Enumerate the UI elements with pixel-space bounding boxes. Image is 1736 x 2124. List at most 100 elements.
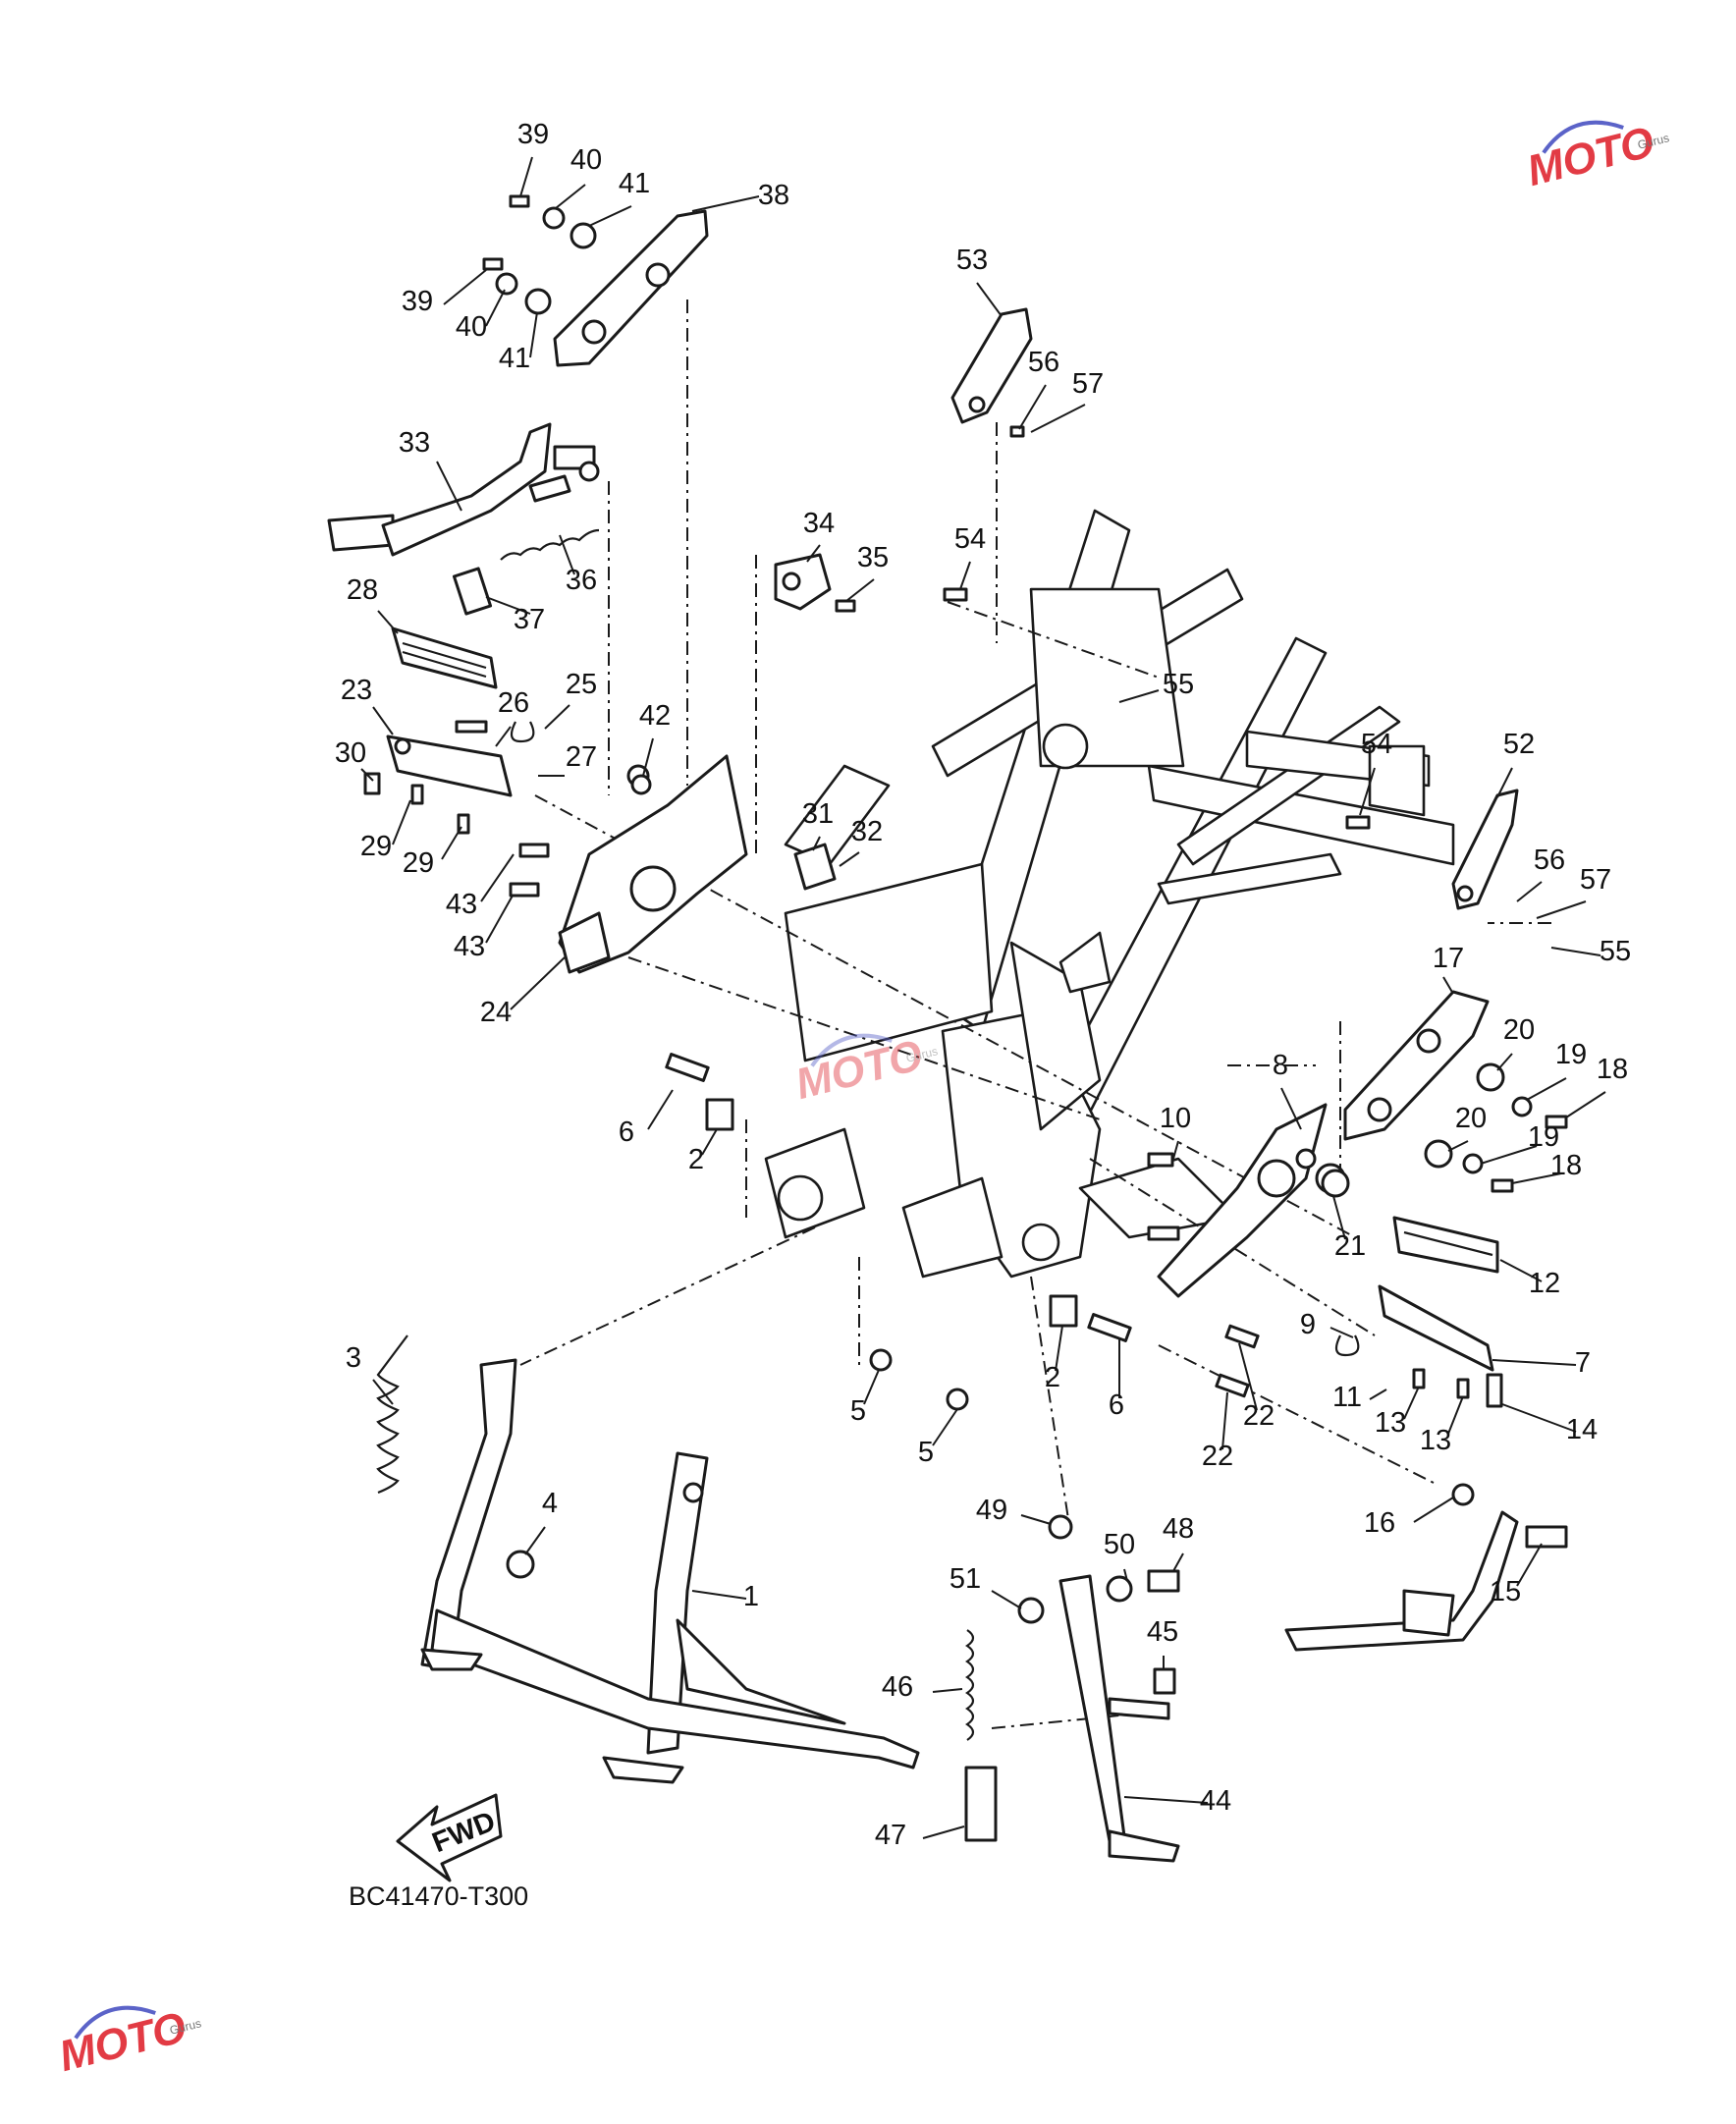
leader-c40a — [555, 184, 586, 209]
callout-c55a: 55 — [1163, 669, 1194, 700]
leader-c52 — [1496, 767, 1513, 798]
leader-c36 — [559, 534, 575, 575]
callout-c52: 52 — [1503, 729, 1535, 760]
leader-c39a — [519, 156, 533, 197]
leader-c48 — [1172, 1552, 1184, 1572]
bolt-set-upper — [482, 194, 597, 315]
callout-c41a: 41 — [619, 168, 650, 199]
leader-c6a — [647, 1089, 674, 1130]
leader-c55b — [1550, 947, 1601, 956]
callout-c36: 36 — [566, 565, 597, 596]
callout-c8: 8 — [1273, 1050, 1288, 1081]
leader-c54b — [1359, 767, 1376, 816]
leader-c43b — [485, 895, 514, 944]
callout-c10: 10 — [1160, 1103, 1191, 1134]
callout-c35: 35 — [857, 542, 889, 573]
leader-c56a — [1018, 384, 1047, 430]
callout-c18a: 18 — [1597, 1054, 1628, 1085]
leader-c30 — [360, 768, 374, 782]
leader-c13b — [1447, 1395, 1464, 1435]
leader-c50 — [1123, 1568, 1128, 1582]
footrest-rubber-12 — [1392, 1216, 1499, 1274]
callout-c19a: 19 — [1555, 1039, 1587, 1070]
leader-c5a — [863, 1369, 880, 1405]
leader-c20a — [1496, 1053, 1513, 1071]
brake-pedal-33 — [327, 422, 600, 557]
leader-c38 — [691, 195, 760, 212]
callout-c29a: 29 — [360, 831, 392, 862]
leader-c24 — [510, 956, 566, 1010]
leader-c18b — [1511, 1172, 1562, 1184]
callout-c47: 47 — [875, 1820, 906, 1851]
bolt-set-right — [1424, 1062, 1568, 1193]
callout-c42: 42 — [639, 700, 671, 732]
leader-c2b — [1055, 1325, 1063, 1372]
leader-c35 — [845, 578, 875, 602]
heel-guard-38 — [553, 209, 709, 367]
callout-c39b: 39 — [402, 286, 433, 317]
assembly-lines — [519, 300, 1551, 1729]
callout-c18b: 18 — [1550, 1150, 1582, 1181]
watermark-bottom: MOTO Gurus — [54, 2003, 202, 2081]
leader-c31 — [812, 836, 821, 851]
main-stand-1 — [420, 1358, 920, 1784]
leader-c15 — [1516, 1543, 1543, 1587]
callout-c3: 3 — [346, 1342, 361, 1374]
spring-3 — [376, 1334, 408, 1495]
leader-c8 — [1280, 1087, 1302, 1130]
spring-36 — [500, 528, 600, 561]
leader-c40b — [485, 289, 506, 327]
callout-c21: 21 — [1334, 1230, 1366, 1262]
passenger-bracket-53 — [943, 307, 1033, 602]
spring-46 — [965, 1629, 975, 1741]
callout-c4: 4 — [542, 1488, 558, 1519]
callout-c46: 46 — [882, 1671, 913, 1703]
callout-c6a: 6 — [619, 1116, 634, 1148]
leader-c1 — [691, 1590, 747, 1600]
leader-c7 — [1492, 1359, 1577, 1366]
callout-c38: 38 — [758, 180, 789, 211]
leader-c41b — [529, 311, 538, 358]
callout-c54a: 54 — [954, 523, 986, 555]
leader-c55a — [1118, 689, 1160, 703]
callout-c26: 26 — [498, 687, 529, 719]
leader-c22a — [1238, 1342, 1258, 1411]
leader-c29b — [441, 826, 462, 860]
callout-c19b: 19 — [1528, 1121, 1559, 1153]
callout-c5b: 5 — [918, 1437, 934, 1468]
callout-c9: 9 — [1300, 1309, 1316, 1340]
leader-c25 — [544, 704, 570, 730]
shift-lever — [1284, 1483, 1568, 1652]
callout-c49: 49 — [976, 1495, 1007, 1526]
callout-c24: 24 — [480, 997, 512, 1028]
side-stand-44 — [1017, 1514, 1180, 1863]
leader-c11 — [1369, 1389, 1387, 1400]
sleeve-37 — [452, 567, 493, 616]
leader-c2a — [701, 1128, 718, 1156]
callout-c45: 45 — [1147, 1616, 1178, 1648]
svg-text:MOTO: MOTO — [1522, 118, 1658, 195]
fwd-arrow: FWD — [396, 1793, 503, 1882]
callout-c29b: 29 — [403, 847, 434, 879]
leader-c14 — [1501, 1403, 1577, 1433]
callout-c56b: 56 — [1534, 844, 1565, 876]
callout-c2b: 2 — [1045, 1362, 1060, 1393]
callout-c17: 17 — [1433, 943, 1464, 974]
callout-c2a: 2 — [688, 1144, 704, 1175]
leader-c20b — [1447, 1140, 1469, 1152]
callout-c48: 48 — [1163, 1513, 1194, 1545]
callout-c50: 50 — [1104, 1529, 1135, 1560]
callout-c55b: 55 — [1600, 936, 1631, 967]
diagram-code: BC41470-T300 — [349, 1881, 528, 1911]
callout-c16: 16 — [1364, 1507, 1395, 1539]
leader-c56b — [1516, 881, 1543, 902]
callout-c28: 28 — [347, 574, 378, 606]
leader-c46 — [932, 1688, 963, 1693]
callout-c27: 27 — [566, 741, 597, 773]
leader-c10 — [1172, 1140, 1179, 1160]
callout-c22a: 22 — [1243, 1400, 1275, 1432]
leader-c17 — [1442, 976, 1454, 995]
callout-c25: 25 — [566, 669, 597, 700]
leader-c16 — [1413, 1497, 1454, 1523]
callout-c39a: 39 — [517, 119, 549, 150]
